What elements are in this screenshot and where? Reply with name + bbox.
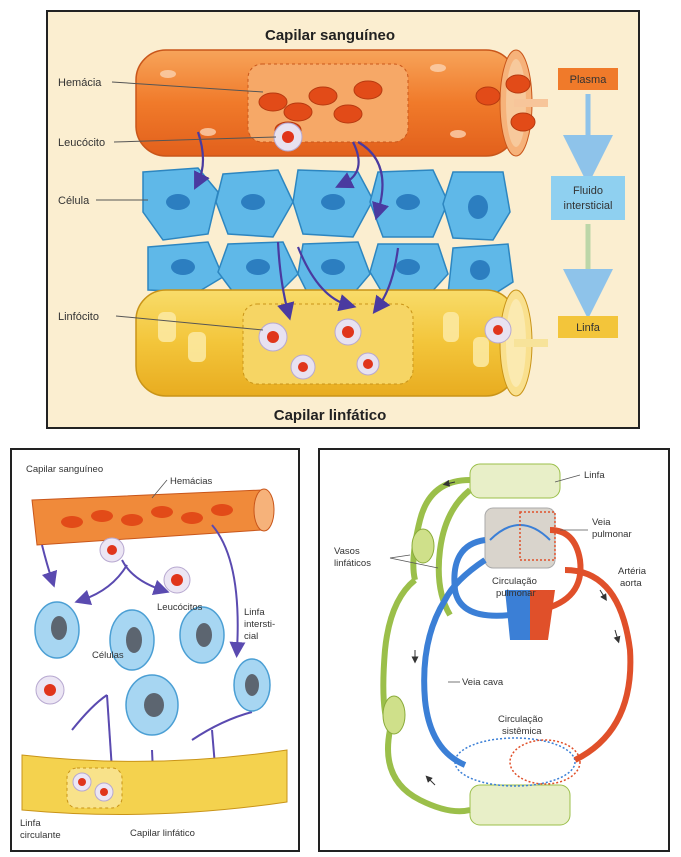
br-pulmonary-circulation (485, 508, 555, 568)
br-label-veia-pulmonar-2: pulmonar (592, 529, 632, 540)
bl-label-celulas: Células (92, 650, 124, 661)
bl-cells (35, 602, 270, 735)
br-label-vasos-linfaticos-2: linfáticos (334, 558, 371, 569)
bottom-left-diagram-panel: Capilar sanguíneo Hemácias Leucócitos Li… (10, 448, 300, 852)
bl-label-capilar-linfatico: Capilar linfático (130, 828, 195, 839)
bottom-right-diagram-panel: Linfa Veia pulmonar Vasos linfáticos Cir… (318, 448, 670, 852)
label-linfocito: Linfócito (58, 311, 99, 323)
bl-label-linfa-circulante-1: Linfa (20, 818, 41, 829)
br-label-veia-pulmonar-1: Veia (592, 517, 611, 528)
bl-label-leucocitos: Leucócitos (157, 602, 203, 613)
box-label-fluido: Fluido (573, 185, 603, 197)
bl-label-hemacias: Hemácias (170, 476, 212, 487)
bl-label-linfa-circulante-2: circulante (20, 830, 61, 841)
bl-lymph-capillary (22, 750, 287, 815)
br-label-circulacao-pulmonar-2: pulmonar (496, 588, 536, 599)
top-diagram-panel: Capilar sanguíneo Capilar linfático Hemá… (46, 10, 640, 429)
tissue-cells (143, 168, 513, 298)
blood-capillary (136, 50, 535, 156)
br-label-arteria-aorta-2: aorta (620, 578, 642, 589)
label-leucocito: Leucócito (58, 137, 105, 149)
box-label-intersticial: intersticial (564, 200, 613, 212)
bl-label-linfa-intersticial-1: Linfa (244, 607, 265, 618)
fluido-box (551, 176, 625, 220)
top-diagram-svg: Capilar sanguíneo Capilar linfático Hemá… (48, 12, 638, 427)
bl-label-linfa-intersticial-3: cial (244, 631, 258, 642)
bl-label-linfa-intersticial-2: intersti- (244, 619, 275, 630)
br-label-linfa: Linfa (584, 470, 605, 481)
title-capilar-sanguineo: Capilar sanguíneo (265, 27, 395, 44)
bottom-left-diagram-svg: Capilar sanguíneo Hemácias Leucócitos Li… (12, 450, 298, 850)
label-celula: Célula (58, 195, 90, 207)
br-label-circulacao-sistemica-2: sistêmica (502, 726, 542, 737)
box-label-plasma: Plasma (570, 74, 608, 86)
bl-label-capilar-sanguineo: Capilar sanguíneo (26, 464, 103, 475)
br-label-circulacao-pulmonar-1: Circulação (492, 576, 537, 587)
label-hemacia: Hemácia (58, 77, 102, 89)
br-systemic-network (455, 738, 580, 786)
br-label-vasos-linfaticos-1: Vasos (334, 546, 360, 557)
br-label-veia-cava: Veia cava (462, 677, 504, 688)
box-label-linfa: Linfa (576, 322, 601, 334)
br-leader-lines (390, 475, 588, 682)
br-label-arteria-aorta-1: Artéria (618, 566, 647, 577)
br-label-circulacao-sistemica-1: Circulação (498, 714, 543, 725)
lymph-capillary (136, 290, 532, 396)
title-capilar-linfatico: Capilar linfático (274, 407, 387, 424)
bottom-right-diagram-svg: Linfa Veia pulmonar Vasos linfáticos Cir… (320, 450, 668, 850)
